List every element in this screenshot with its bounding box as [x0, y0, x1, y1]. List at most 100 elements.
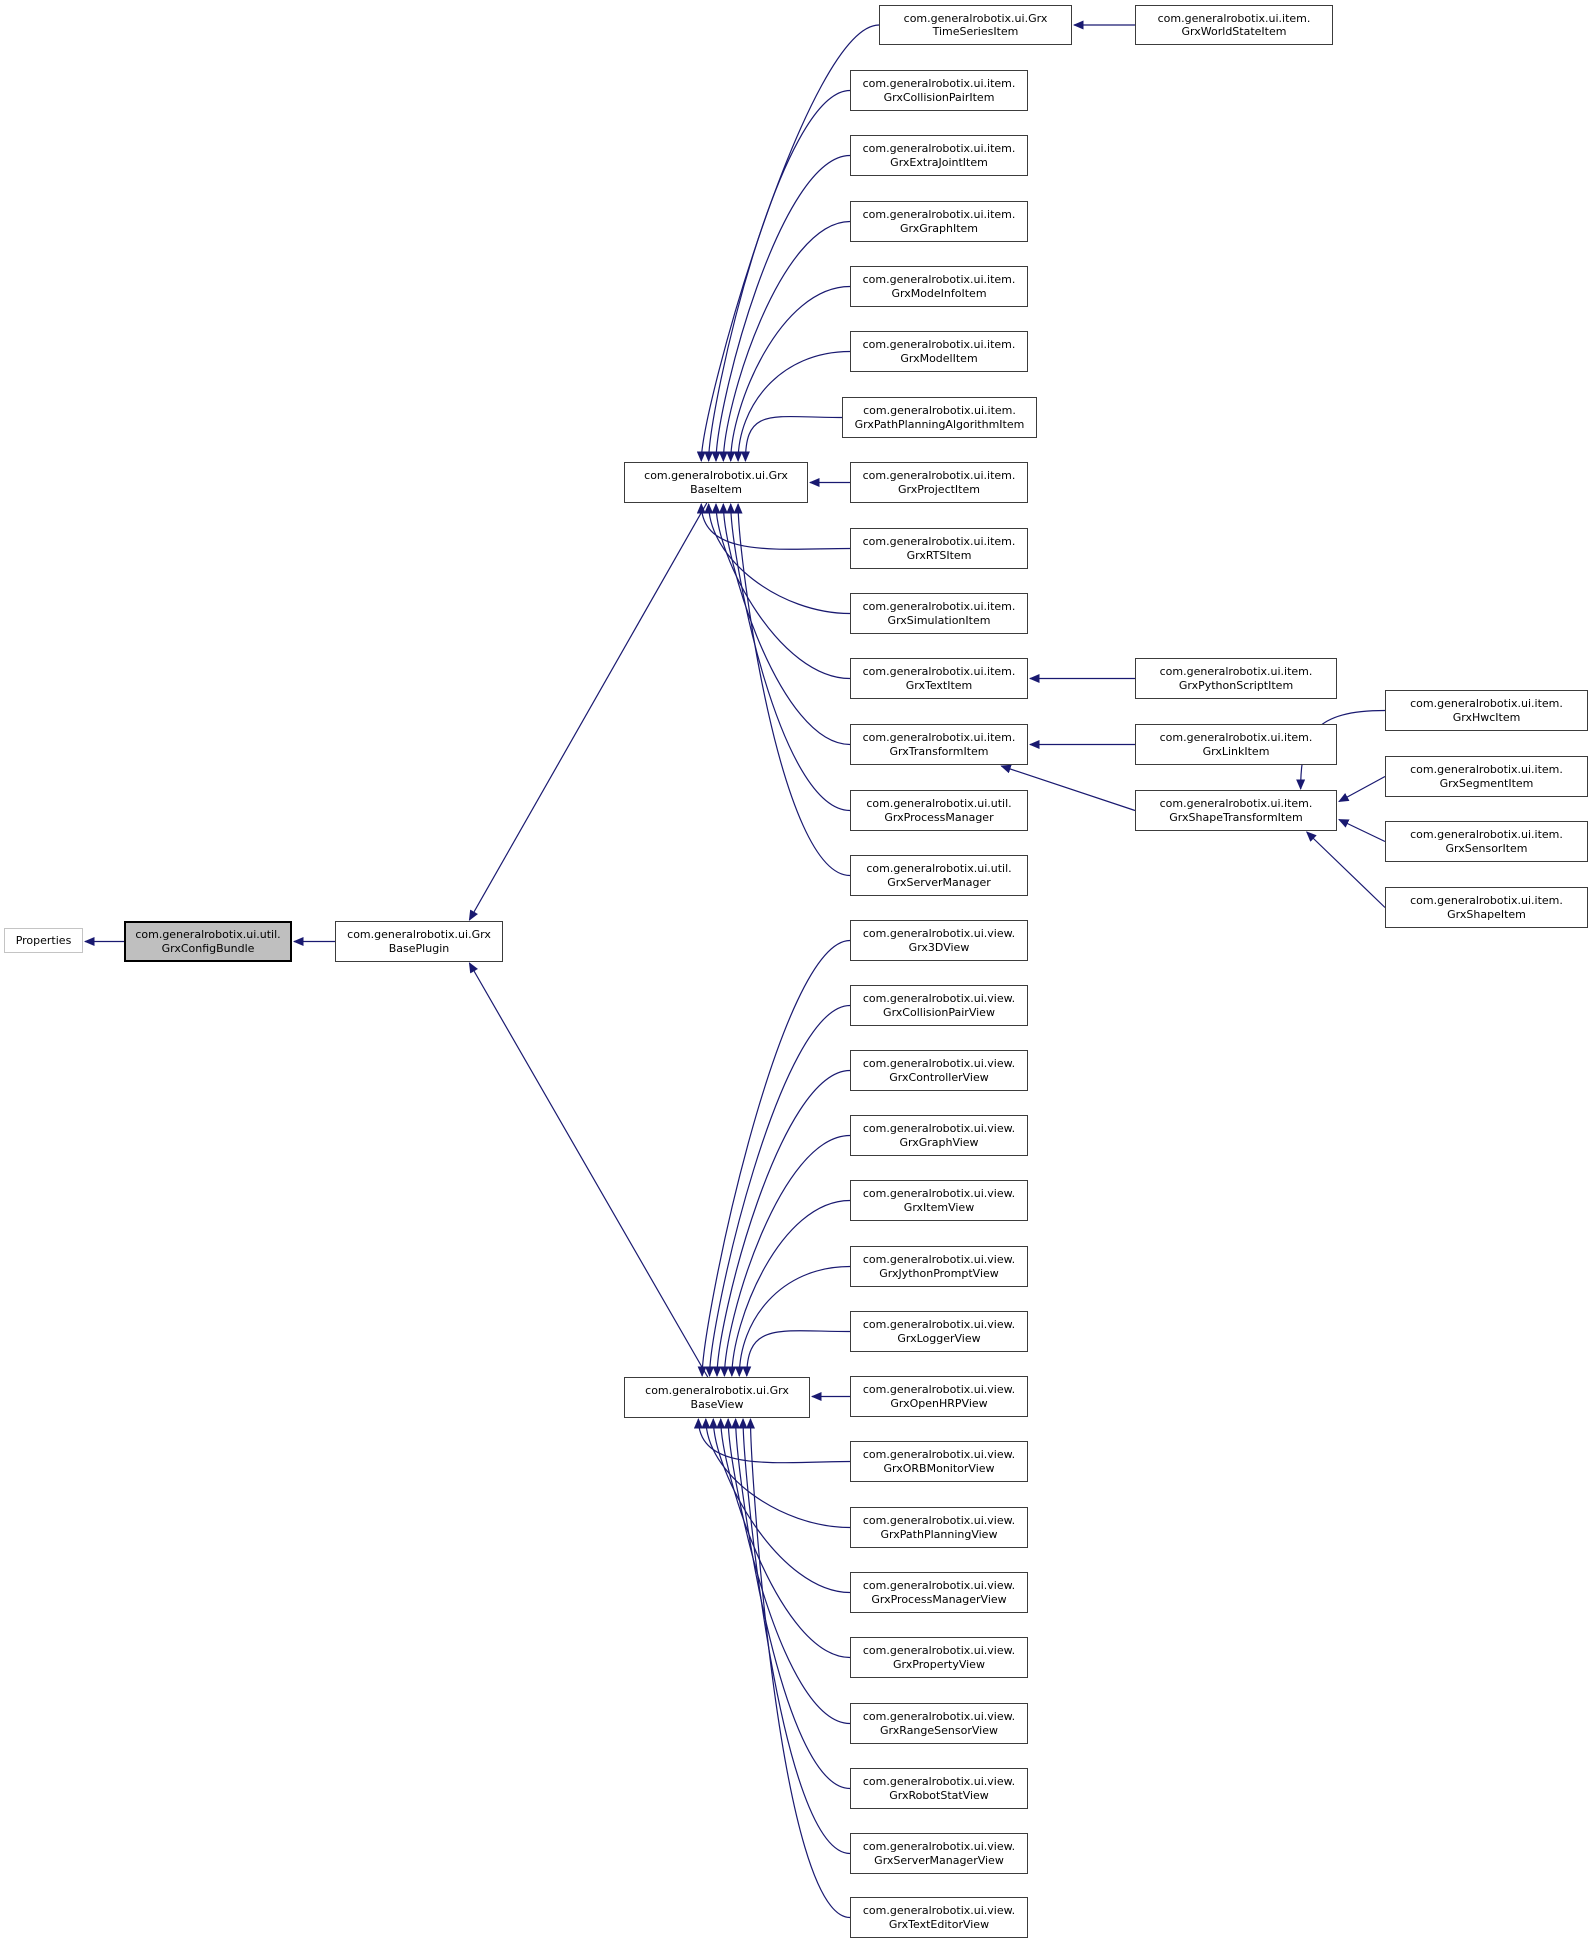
class-node-projectItem[interactable]: com.generalrobotix.ui.item.GrxProjectIte… — [850, 462, 1028, 503]
class-node-label: GrxShapeItem — [1447, 907, 1526, 921]
class-node-orbMonitorView[interactable]: com.generalrobotix.ui.view.GrxORBMonitor… — [850, 1441, 1028, 1482]
class-node-textItem[interactable]: com.generalrobotix.ui.item.GrxTextItem — [850, 658, 1028, 699]
class-node-label: GrxLinkItem — [1202, 744, 1270, 758]
class-node-extraJointItem[interactable]: com.generalrobotix.ui.item.GrxExtraJoint… — [850, 135, 1028, 176]
edge-textItem-to-baseItem — [711, 503, 851, 680]
class-node-simulationItem[interactable]: com.generalrobotix.ui.item.GrxSimulation… — [850, 593, 1028, 634]
class-node-label: com.generalrobotix.ui.Grx — [347, 928, 491, 941]
class-node-label: com.generalrobotix.ui.item. — [1159, 665, 1313, 678]
class-node-graphItem[interactable]: com.generalrobotix.ui.item.GrxGraphItem — [850, 201, 1028, 242]
class-node-pythonScriptItem[interactable]: com.generalrobotix.ui.item.GrxPythonScri… — [1135, 658, 1337, 699]
edge-rtsItem-to-baseItem — [696, 503, 851, 550]
class-node-label: GrxJythonPromptView — [879, 1266, 999, 1280]
edge-pathPlanningView-to-baseView — [701, 1418, 851, 1529]
class-node-label: GrxLoggerView — [897, 1331, 981, 1345]
edge-modelItem-to-baseItem — [733, 350, 851, 462]
class-node-controllerView[interactable]: com.generalrobotix.ui.view.GrxController… — [850, 1050, 1028, 1091]
edge-processManagerView-to-baseView — [708, 1418, 851, 1594]
edge-collisionPairItem-to-baseItem — [704, 89, 851, 462]
class-node-label: BaseItem — [690, 482, 742, 496]
class-node-shapeItem[interactable]: com.generalrobotix.ui.item.GrxShapeItem — [1385, 887, 1588, 928]
class-node-label: GrxPropertyView — [893, 1657, 985, 1671]
class-node-label: GrxRobotStatView — [889, 1788, 989, 1802]
class-node-label: GrxSensorItem — [1445, 841, 1528, 855]
class-node-collisionPairItem[interactable]: com.generalrobotix.ui.item.GrxCollisionP… — [850, 70, 1028, 111]
edge-pathPlanningAlgorithmItem-to-baseItem — [740, 415, 843, 462]
class-node-linkItem[interactable]: com.generalrobotix.ui.item.GrxLinkItem — [1135, 724, 1337, 765]
class-node-modelItem[interactable]: com.generalrobotix.ui.item.GrxModelItem — [850, 331, 1028, 372]
class-node-label: com.generalrobotix.ui.view. — [862, 1383, 1016, 1396]
class-node-serverManagerView[interactable]: com.generalrobotix.ui.view.GrxServerMana… — [850, 1833, 1028, 1874]
class-node-label: com.generalrobotix.ui.item. — [1410, 697, 1563, 710]
class-node-propertyView[interactable]: com.generalrobotix.ui.view.GrxPropertyVi… — [850, 1637, 1028, 1678]
class-node-label: BaseView — [690, 1397, 744, 1411]
class-node-view3D[interactable]: com.generalrobotix.ui.view.Grx3DView — [850, 920, 1028, 961]
class-node-shapeTransformItem[interactable]: com.generalrobotix.ui.item.GrxShapeTrans… — [1135, 790, 1337, 831]
class-node-processManagerView[interactable]: com.generalrobotix.ui.view.GrxProcessMan… — [850, 1572, 1028, 1613]
class-node-label: com.generalrobotix.ui.view. — [862, 992, 1016, 1005]
class-node-itemView[interactable]: com.generalrobotix.ui.view.GrxItemView — [850, 1180, 1028, 1221]
edge-collisionPairView-to-baseView — [705, 1004, 851, 1377]
class-node-label: com.generalrobotix.ui.item. — [862, 600, 1016, 613]
class-node-robotStatView[interactable]: com.generalrobotix.ui.view.GrxRobotStatV… — [850, 1768, 1028, 1809]
class-node-label: GrxModeInfoItem — [891, 286, 987, 300]
class-node-modeInfoItem[interactable]: com.generalrobotix.ui.item.GrxModeInfoIt… — [850, 266, 1028, 307]
class-node-label: GrxHwcItem — [1452, 710, 1521, 724]
class-node-collisionPairView[interactable]: com.generalrobotix.ui.view.GrxCollisionP… — [850, 985, 1028, 1026]
class-node-label: com.generalrobotix.ui.view. — [862, 1187, 1016, 1200]
class-node-label: GrxProcessManagerView — [871, 1592, 1007, 1606]
class-node-pathPlanningView[interactable]: com.generalrobotix.ui.view.GrxPathPlanni… — [850, 1507, 1028, 1548]
edge-extraJointItem-to-baseItem — [711, 154, 851, 462]
class-node-pathPlanningAlgorithmItem[interactable]: com.generalrobotix.ui.item.GrxPathPlanni… — [842, 397, 1037, 438]
class-node-processManager[interactable]: com.generalrobotix.ui.util.GrxProcessMan… — [850, 790, 1028, 831]
class-node-label: com.generalrobotix.ui.item. — [1410, 763, 1563, 776]
edge-serverManagerView-to-baseView — [738, 1418, 851, 1855]
class-node-label: GrxGraphView — [899, 1135, 979, 1149]
class-node-label: com.generalrobotix.ui.view. — [862, 1644, 1016, 1657]
class-node-label: GrxWorldStateItem — [1181, 25, 1287, 38]
class-node-label: com.generalrobotix.ui.item. — [1410, 828, 1563, 841]
class-node-worldStateItem[interactable]: com.generalrobotix.ui.item.GrxWorldState… — [1135, 5, 1333, 45]
class-node-label: com.generalrobotix.ui.view. — [862, 927, 1016, 940]
class-node-rtsItem[interactable]: com.generalrobotix.ui.item.GrxRTSItem — [850, 528, 1028, 569]
class-node-label: GrxORBMonitorView — [883, 1461, 995, 1475]
class-node-label: com.generalrobotix.ui.view. — [862, 1579, 1016, 1592]
class-node-segmentItem[interactable]: com.generalrobotix.ui.item.GrxSegmentIte… — [1385, 756, 1588, 797]
class-node-sensorItem[interactable]: com.generalrobotix.ui.item.GrxSensorItem — [1385, 821, 1588, 862]
class-node-label: com.generalrobotix.ui.view. — [862, 1514, 1016, 1527]
edge-orbMonitorView-to-baseView — [693, 1418, 851, 1464]
class-node-loggerView[interactable]: com.generalrobotix.ui.view.GrxLoggerView — [850, 1311, 1028, 1352]
edge-baseItem-to-basePlugin — [468, 502, 708, 921]
class-node-label: com.generalrobotix.ui.util. — [135, 928, 281, 941]
edge-propertyView-to-baseView — [716, 1418, 851, 1659]
edge-view3D-to-baseView — [697, 939, 851, 1377]
class-node-label: GrxProjectItem — [898, 482, 980, 496]
class-node-rangeSensorView[interactable]: com.generalrobotix.ui.view.GrxRangeSenso… — [850, 1703, 1028, 1744]
class-node-label: BasePlugin — [388, 941, 450, 955]
class-node-label: com.generalrobotix.ui.view. — [862, 1122, 1016, 1135]
class-node-openHRPView[interactable]: com.generalrobotix.ui.view.GrxOpenHRPVie… — [850, 1376, 1028, 1417]
class-node-serverManager[interactable]: com.generalrobotix.ui.util.GrxServerMana… — [850, 855, 1028, 896]
edge-textEditorView-to-baseView — [745, 1418, 851, 1919]
class-node-label: GrxGraphItem — [899, 221, 979, 235]
class-node-label: com.generalrobotix.ui.view. — [862, 1057, 1016, 1070]
class-node-hwcItem[interactable]: com.generalrobotix.ui.item.GrxHwcItem — [1385, 690, 1588, 731]
class-node-label: com.generalrobotix.ui.util. — [866, 797, 1012, 810]
class-node-label: com.generalrobotix.ui.Grx — [644, 469, 788, 482]
class-node-label: GrxOpenHRPView — [890, 1396, 988, 1410]
class-node-graphView[interactable]: com.generalrobotix.ui.view.GrxGraphView — [850, 1115, 1028, 1156]
class-node-jythonPromptView[interactable]: com.generalrobotix.ui.view.GrxJythonProm… — [850, 1246, 1028, 1287]
class-node-label: GrxItemView — [903, 1200, 975, 1214]
class-node-textEditorView[interactable]: com.generalrobotix.ui.view.GrxTextEditor… — [850, 1897, 1028, 1938]
class-node-label: com.generalrobotix.ui.item. — [862, 273, 1016, 286]
class-node-configBundle[interactable]: com.generalrobotix.ui.util.GrxConfigBund… — [124, 921, 292, 962]
class-node-label: GrxServerManager — [887, 875, 991, 889]
class-node-transformItem[interactable]: com.generalrobotix.ui.item.GrxTransformI… — [850, 724, 1028, 765]
class-node-label: TimeSeriesItem — [932, 25, 1019, 38]
class-node-label: GrxTextEditorView — [888, 1917, 990, 1931]
